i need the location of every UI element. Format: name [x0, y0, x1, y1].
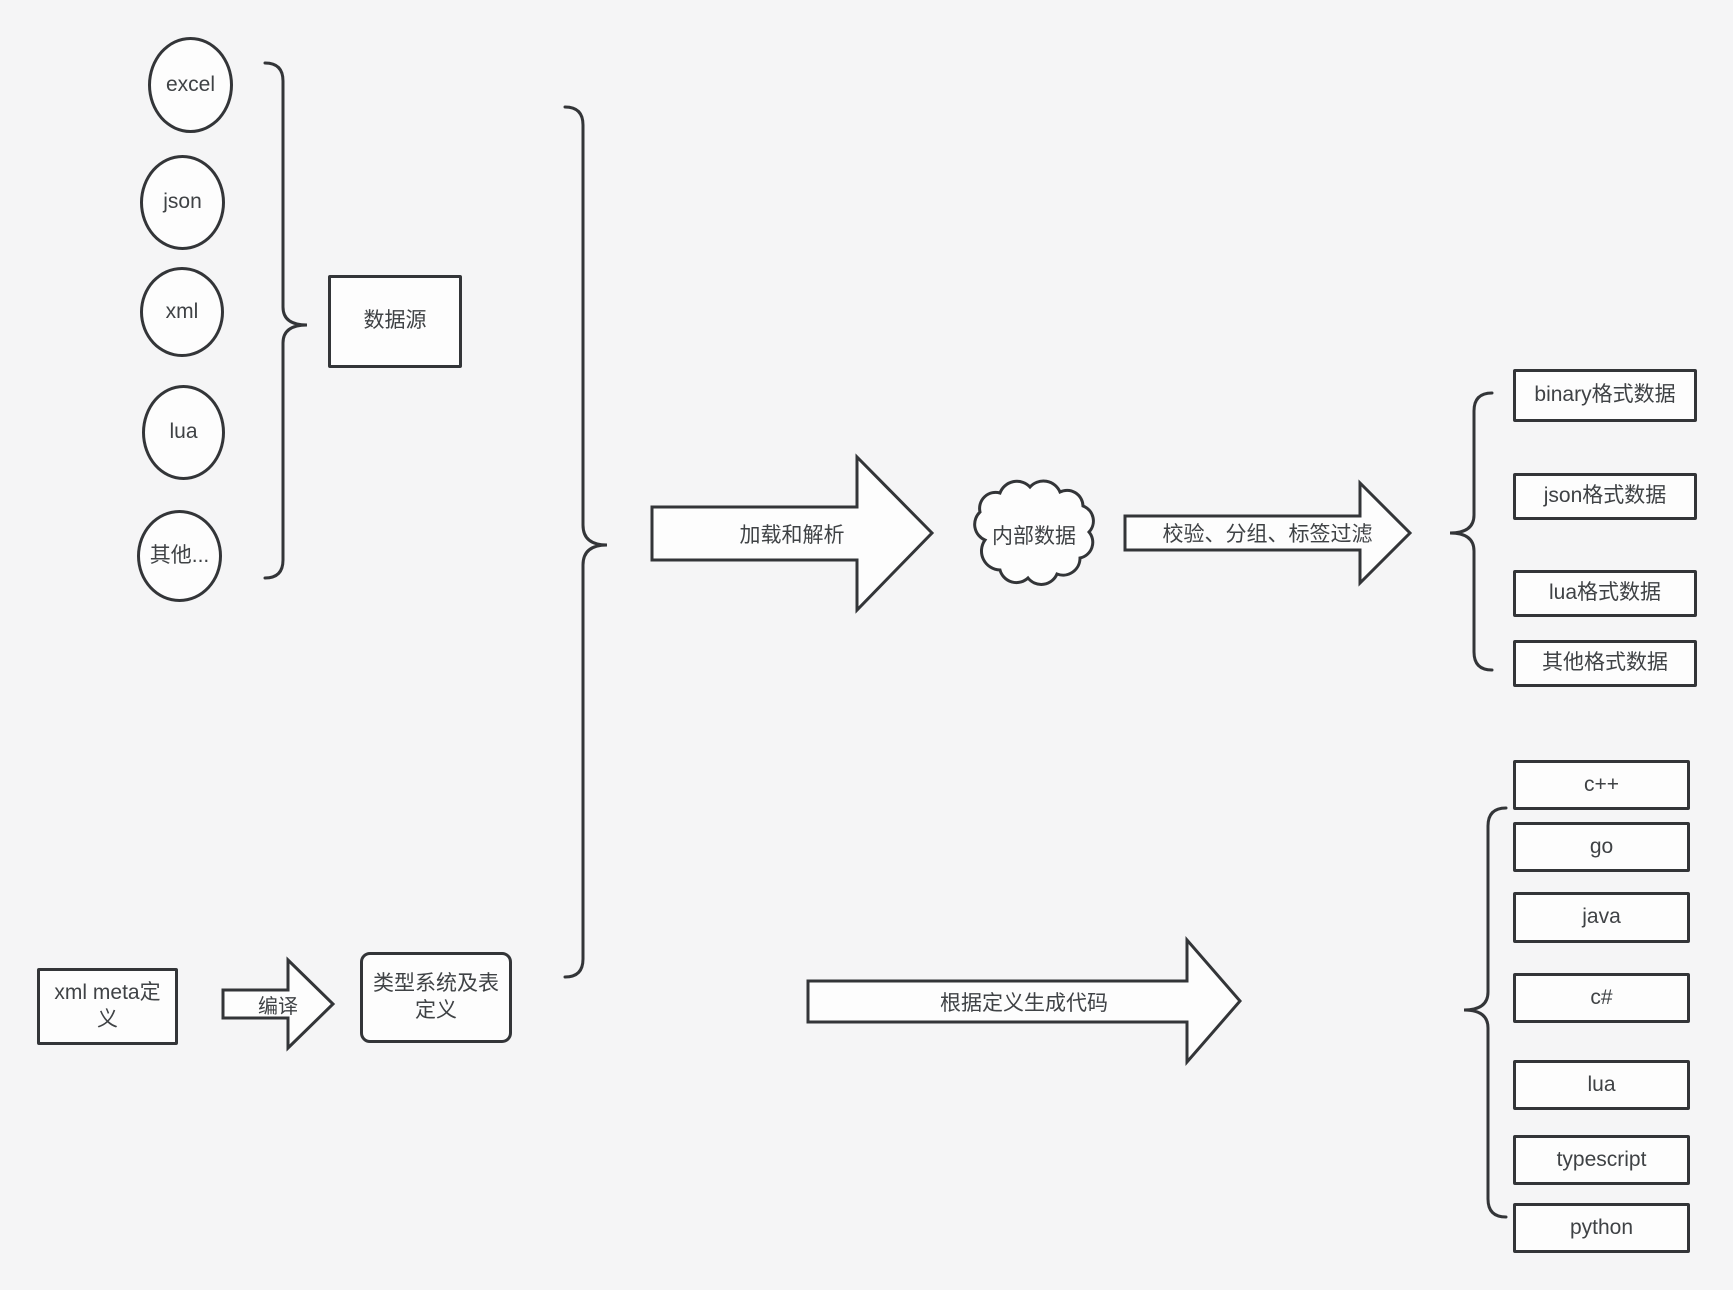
- format-box-lua: lua格式数据: [1513, 570, 1697, 617]
- language-box-csharp-label: c#: [1590, 985, 1613, 1009]
- language-box-python: python: [1513, 1203, 1690, 1253]
- node-xml-label: xml: [165, 299, 199, 323]
- node-other-label: 其他...: [149, 543, 210, 567]
- internal-data-cloud: [973, 479, 1095, 586]
- node-lua: lua: [142, 385, 225, 480]
- xml-meta-box: xml meta定义: [37, 968, 178, 1045]
- data-source-box: 数据源: [328, 275, 462, 368]
- format-box-binary: binary格式数据: [1513, 369, 1697, 422]
- xml-meta-label: xml meta定义: [54, 981, 161, 1031]
- formats-brace: [1449, 391, 1494, 672]
- language-box-typescript-label: typescript: [1556, 1147, 1647, 1171]
- format-box-json: json格式数据: [1513, 473, 1697, 520]
- format-box-json-label: json格式数据: [1543, 484, 1667, 508]
- node-other: 其他...: [137, 510, 222, 602]
- generate-code-arrow: [806, 935, 1242, 1067]
- type-system-label: 类型系统及表定义: [373, 972, 499, 1022]
- language-box-lua: lua: [1513, 1060, 1690, 1110]
- language-box-java: java: [1513, 892, 1690, 943]
- language-box-cpp-label: c++: [1583, 772, 1620, 796]
- data-source-label: 数据源: [363, 309, 427, 333]
- compile-arrow: [221, 956, 336, 1052]
- type-system-box: 类型系统及表定义: [360, 952, 512, 1043]
- filter-arrow: [1123, 479, 1413, 587]
- node-excel: excel: [148, 37, 233, 133]
- language-box-typescript: typescript: [1513, 1135, 1690, 1185]
- languages-brace: [1463, 806, 1508, 1219]
- node-xml: xml: [140, 267, 224, 357]
- node-json-label: json: [163, 190, 202, 214]
- language-box-lua-label: lua: [1587, 1072, 1616, 1096]
- language-box-python-label: python: [1569, 1215, 1634, 1239]
- inputs-brace: [563, 105, 608, 979]
- node-excel-label: excel: [165, 72, 216, 96]
- sources-brace: [263, 61, 308, 580]
- language-box-go: go: [1513, 822, 1690, 872]
- language-box-java-label: java: [1582, 905, 1621, 929]
- format-box-lua-label: lua格式数据: [1548, 581, 1662, 605]
- language-box-go-label: go: [1589, 834, 1614, 858]
- node-json: json: [140, 155, 225, 250]
- language-box-csharp: c#: [1513, 973, 1690, 1023]
- format-box-other: 其他格式数据: [1513, 640, 1697, 687]
- node-lua-label: lua: [169, 420, 198, 444]
- load-parse-arrow: [650, 453, 935, 614]
- format-box-binary-label: binary格式数据: [1534, 383, 1676, 407]
- format-box-other-label: 其他格式数据: [1542, 651, 1668, 675]
- language-box-cpp: c++: [1513, 760, 1690, 810]
